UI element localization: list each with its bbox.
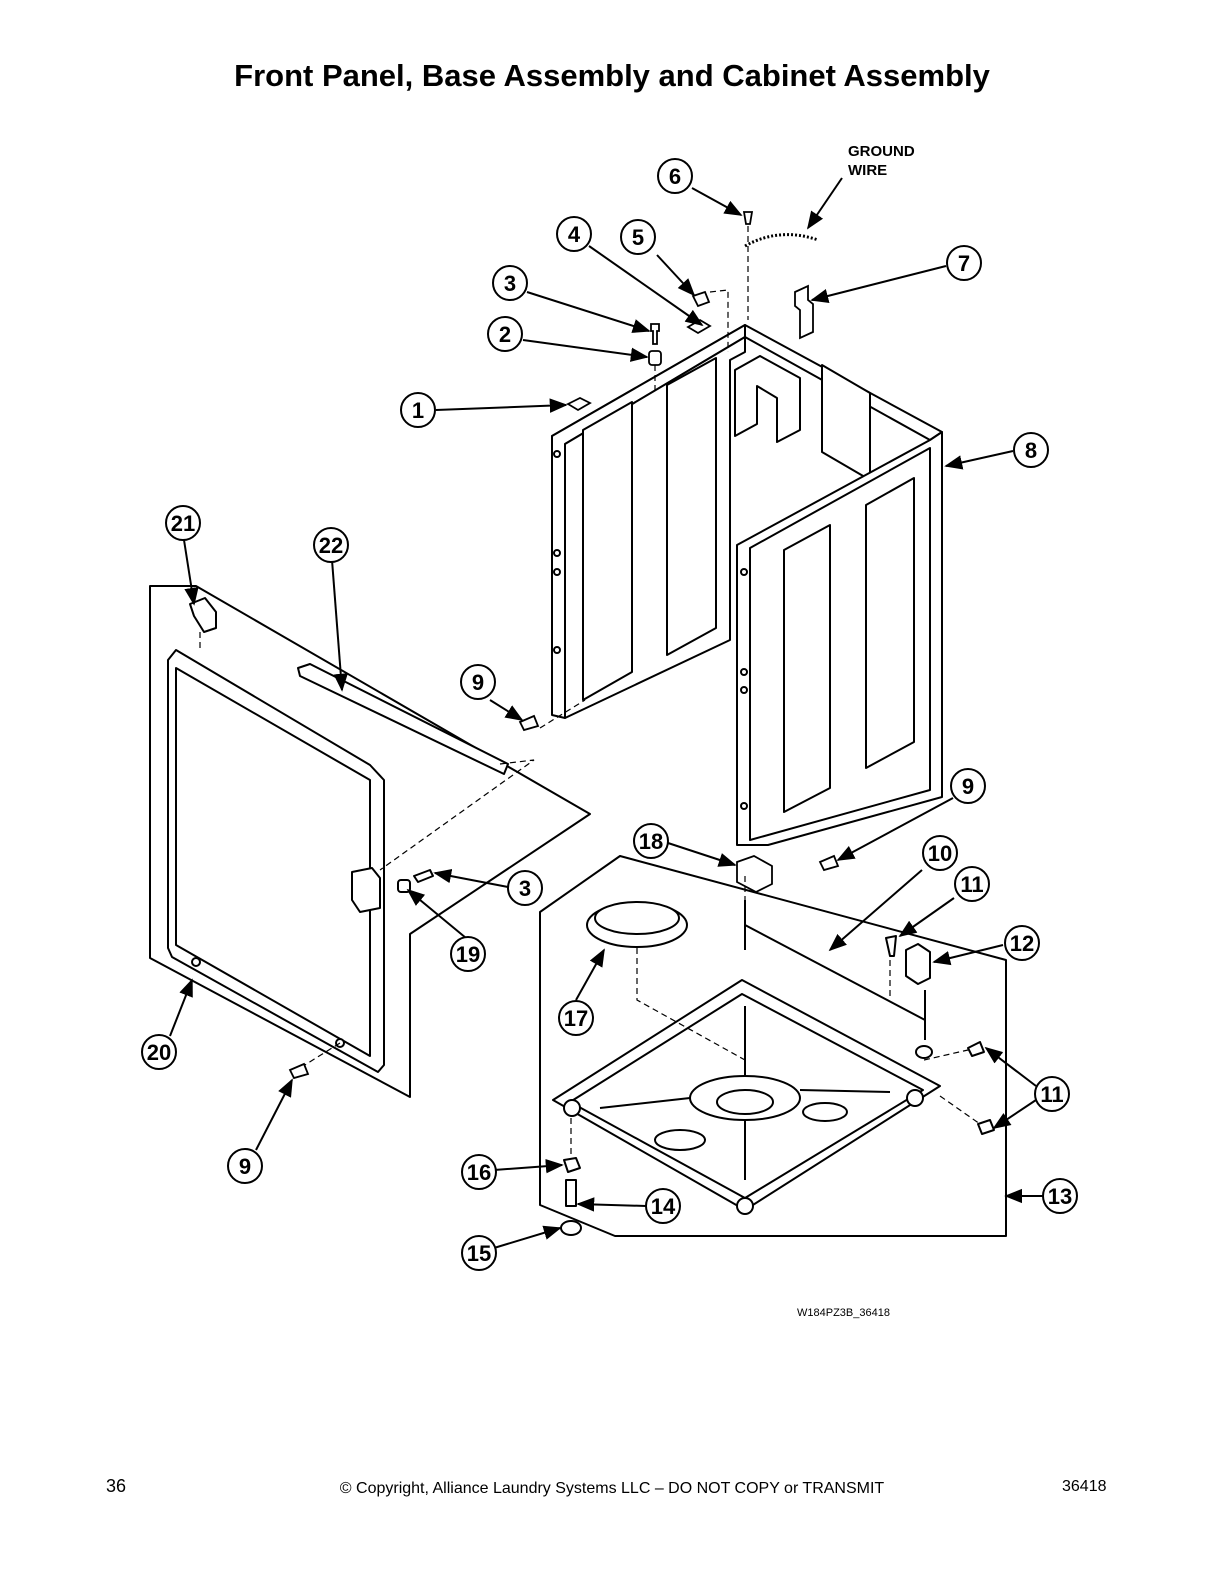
svg-text:21: 21 <box>171 511 195 536</box>
document-number: 36418 <box>1062 1478 1107 1495</box>
callout-12: 12 <box>1004 925 1040 961</box>
callout-17: 17 <box>558 1000 594 1036</box>
callout-13: 13 <box>1042 1178 1078 1214</box>
callout-5: 5 <box>620 219 656 255</box>
svg-text:5: 5 <box>632 225 644 250</box>
callout-7: 7 <box>946 245 982 281</box>
svg-text:4: 4 <box>568 222 581 247</box>
svg-text:10: 10 <box>928 841 952 866</box>
svg-text:8: 8 <box>1025 438 1037 463</box>
callout-11: 11 <box>954 866 990 902</box>
callout-14: 14 <box>645 1188 681 1224</box>
svg-text:1: 1 <box>412 398 424 423</box>
screws-9 <box>288 714 840 1080</box>
callout-1: 1 <box>400 392 436 428</box>
callout-20: 20 <box>141 1034 177 1070</box>
svg-text:15: 15 <box>467 1241 491 1266</box>
svg-text:12: 12 <box>1010 931 1034 956</box>
svg-text:13: 13 <box>1048 1184 1072 1209</box>
callout-circles: 1 2 3 4 5 6 7 8 9 9 9 10 11 11 12 13 14 … <box>141 158 1078 1271</box>
ground-wire-label-line1: GROUND <box>848 143 915 160</box>
svg-text:3: 3 <box>519 876 531 901</box>
svg-text:11: 11 <box>1040 1082 1063 1107</box>
callout-8: 8 <box>1013 432 1049 468</box>
dashed-guides-front <box>199 632 586 1069</box>
callout-4: 4 <box>556 216 592 252</box>
callout-9: 9 <box>227 1148 263 1184</box>
callout-11: 11 <box>1034 1076 1070 1112</box>
svg-text:18: 18 <box>639 829 663 854</box>
svg-text:16: 16 <box>467 1160 491 1185</box>
callout-3: 3 <box>492 265 528 301</box>
svg-text:19: 19 <box>456 942 480 967</box>
svg-text:9: 9 <box>472 670 484 695</box>
callout-9: 9 <box>460 664 496 700</box>
svg-text:3: 3 <box>504 271 516 296</box>
callout-16: 16 <box>461 1154 497 1190</box>
figure-id: W184PZ3B_36418 <box>797 1307 890 1319</box>
svg-text:11: 11 <box>960 872 983 897</box>
svg-text:14: 14 <box>651 1194 676 1219</box>
svg-text:22: 22 <box>319 533 343 558</box>
callout-9: 9 <box>950 768 986 804</box>
dashed-guides-top <box>654 226 749 392</box>
callout-3: 3 <box>507 870 543 906</box>
ground-wire <box>744 233 819 248</box>
callout-10: 10 <box>922 835 958 871</box>
svg-text:17: 17 <box>564 1006 588 1031</box>
callout-18: 18 <box>633 823 669 859</box>
callout-22: 22 <box>313 527 349 563</box>
svg-text:6: 6 <box>669 164 681 189</box>
svg-text:20: 20 <box>147 1040 171 1065</box>
front-panel <box>149 585 591 1098</box>
small-parts-top <box>566 211 814 894</box>
callout-6: 6 <box>657 158 693 194</box>
copyright-notice: © Copyright, Alliance Laundry Systems LL… <box>339 1480 885 1497</box>
callout-2: 2 <box>487 316 523 352</box>
svg-text:9: 9 <box>962 774 974 799</box>
base-assembly <box>539 855 1007 1237</box>
cabinet <box>551 324 943 846</box>
page-title: Front Panel, Base Assembly and Cabinet A… <box>234 58 990 93</box>
leader-lines <box>169 187 1043 1249</box>
ground-wire-label-line2: WIRE <box>848 162 887 179</box>
svg-text:7: 7 <box>958 251 970 276</box>
svg-text:2: 2 <box>499 322 511 347</box>
callout-21: 21 <box>165 505 201 541</box>
callout-15: 15 <box>461 1235 497 1271</box>
callout-19: 19 <box>450 936 486 972</box>
ground-wire-pointer <box>806 177 843 230</box>
dashed-guides-base <box>570 876 981 1158</box>
page-number: 36 <box>106 1476 127 1496</box>
svg-text:9: 9 <box>239 1154 251 1179</box>
